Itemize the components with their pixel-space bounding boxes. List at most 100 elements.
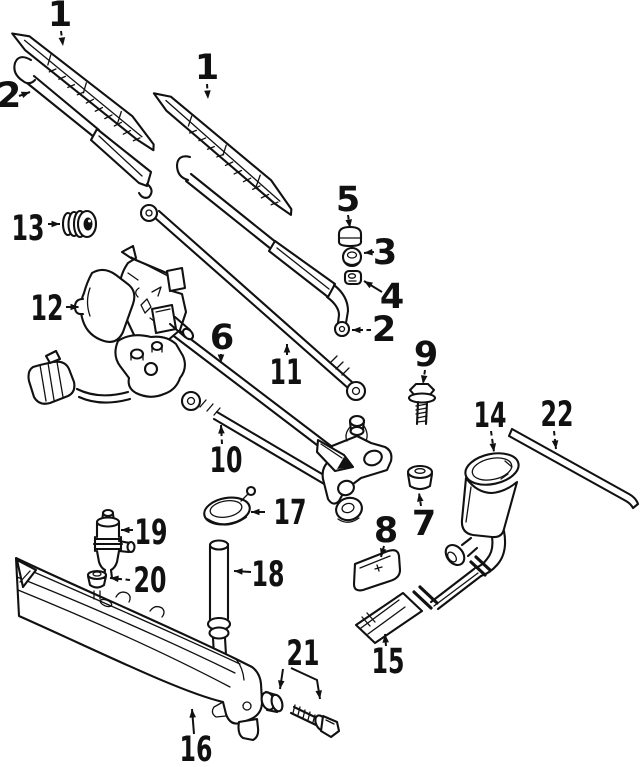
- arrowhead: [189, 709, 196, 718]
- callout-10: 10: [210, 424, 243, 481]
- arrowhead: [277, 680, 285, 689]
- motor-harness-connector-drawing: [27, 349, 132, 405]
- pivot-cover-drawing: [203, 485, 257, 526]
- callout-16: 16: [180, 708, 213, 767]
- callout-label: 2: [372, 310, 396, 350]
- wiper-arm-left-drawing: [13, 56, 153, 199]
- arrowhead: [70, 303, 79, 311]
- wiper-blade-right-drawing: [139, 86, 309, 219]
- arrowhead: [51, 220, 60, 228]
- pivot-nut-drawing: [341, 246, 363, 268]
- callout-7: 7: [412, 492, 436, 544]
- callout-21: 21: [277, 634, 322, 700]
- arrowhead: [110, 575, 119, 583]
- mount-bolt-drawing: [407, 382, 437, 426]
- callout-label: 13: [12, 209, 45, 249]
- callout-2: 2: [0, 76, 31, 116]
- callout-15: 15: [372, 633, 405, 682]
- leader-line: [206, 83, 209, 100]
- drive-link-rod-11-drawing: [139, 203, 354, 390]
- callout-1: 1: [195, 48, 219, 100]
- callout-label: 9: [414, 335, 438, 375]
- callout-label: 15: [372, 642, 405, 682]
- callout-13: 13: [12, 209, 60, 249]
- arrowhead: [315, 690, 322, 699]
- arrowhead: [217, 354, 225, 363]
- reservoir-filler-pipe-drawing: [206, 539, 232, 658]
- callout-label: 22: [541, 395, 574, 435]
- callout-22: 22: [541, 395, 574, 450]
- callout-19: 19: [121, 513, 168, 553]
- callout-label: 8: [374, 511, 398, 551]
- callout-label: 16: [180, 730, 213, 767]
- callout-label: 11: [270, 353, 303, 393]
- callout-label: 18: [252, 555, 285, 595]
- callout-label: 2: [0, 76, 21, 116]
- arrowhead: [234, 568, 243, 575]
- grommet-7-drawing: [406, 464, 434, 491]
- washer-reservoir-drawing: [444, 452, 520, 578]
- callout-label: 1: [195, 48, 219, 88]
- callout-label: 3: [373, 233, 397, 273]
- callout-1: 1: [48, 0, 72, 47]
- callout-label: 5: [336, 180, 360, 220]
- callout-label: 21: [287, 634, 320, 674]
- pump-grommet-drawing: [86, 569, 108, 600]
- arrowhead: [204, 90, 211, 99]
- arrowhead: [283, 344, 291, 353]
- callout-8: 8: [374, 511, 398, 558]
- callout-3: 3: [363, 233, 397, 273]
- callout-label: 10: [210, 441, 243, 481]
- leader-line: [220, 424, 223, 445]
- wiper-blade-left-drawing: [0, 26, 170, 154]
- fastener-bolt-drawing: [289, 704, 341, 739]
- callout-label: 17: [274, 493, 307, 533]
- linkage-rod-10-drawing: [180, 390, 341, 493]
- filler-tube-drawing: [354, 567, 483, 645]
- arrowhead: [417, 493, 424, 502]
- pivot-washer-drawing: [343, 269, 363, 286]
- arrowhead: [551, 440, 559, 449]
- callout-label: 14: [474, 396, 507, 436]
- arrowhead: [352, 326, 361, 334]
- arrowhead: [382, 634, 389, 643]
- leader-line: [553, 430, 557, 450]
- arrowhead: [380, 547, 387, 557]
- arrowhead: [364, 248, 373, 256]
- callout-label: 6: [210, 318, 234, 358]
- callout-9: 9: [414, 335, 438, 385]
- reservoir-tank-panel-drawing: [14, 556, 264, 742]
- callout-label: 12: [31, 289, 64, 329]
- pivot-bracket-drawing: [315, 380, 393, 523]
- wiper-motor-drawing: [73, 244, 195, 398]
- callout-5: 5: [336, 180, 360, 229]
- callout-2: 2: [352, 310, 396, 350]
- callout-14: 14: [474, 396, 507, 453]
- callout-label: 4: [380, 277, 404, 317]
- callout-label: 1: [48, 0, 72, 35]
- wiper-arm-right-drawing: [175, 155, 351, 338]
- callout-6: 6: [210, 318, 234, 363]
- arrowhead: [251, 508, 260, 516]
- callout-17: 17: [251, 493, 307, 533]
- arrowhead: [20, 91, 30, 99]
- arrowhead: [58, 37, 66, 46]
- arrowhead: [345, 219, 352, 228]
- callout-label: 19: [135, 513, 168, 553]
- grommet-13-drawing: [61, 209, 98, 239]
- callout-label: 7: [412, 504, 436, 544]
- callout-18: 18: [233, 555, 285, 595]
- fastener-nut-drawing: [260, 690, 284, 714]
- arrowhead: [121, 526, 130, 534]
- callout-11: 11: [270, 344, 303, 393]
- washer-hose-drawing: [507, 427, 640, 510]
- callout-4: 4: [363, 277, 404, 317]
- pivot-cap-drawing: [337, 225, 363, 248]
- callout-20: 20: [109, 561, 167, 601]
- arrowhead: [420, 375, 428, 384]
- leader-line: [60, 30, 64, 47]
- arrowhead: [218, 425, 225, 434]
